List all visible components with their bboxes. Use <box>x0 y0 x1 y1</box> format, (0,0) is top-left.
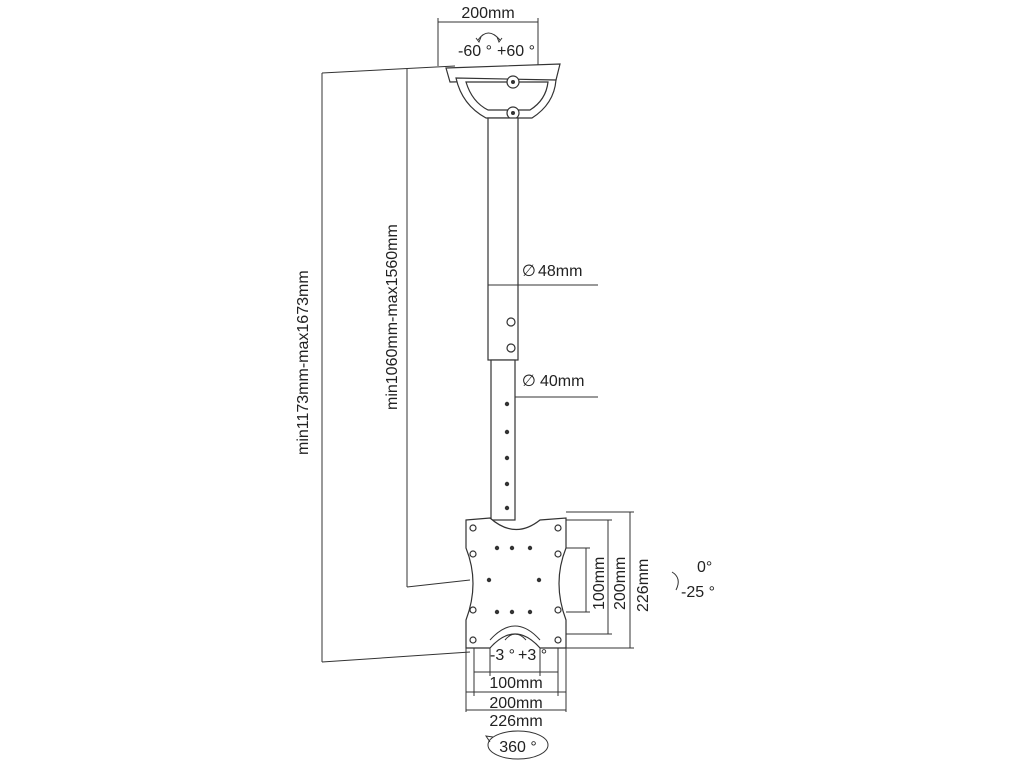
top-tilt-indicator: -60 ° +60 ° <box>458 32 535 60</box>
top-plate-width-dimension: 200mm <box>437 5 539 66</box>
vesa-horizontal-dimensions: 100mm 200mm 226mm <box>465 648 567 730</box>
upper-tube-diameter-dimension: ∅ 48mm <box>518 263 598 286</box>
top-plate-width-label: 200mm <box>461 5 514 22</box>
tilt-indicator: 0° -25 ° <box>671 559 715 601</box>
tilt-max-label: 0° <box>697 559 712 576</box>
swivel-minus-label: -3 ° <box>490 647 515 664</box>
vesa-vertical-100-label: 100mm <box>591 557 608 610</box>
vesa-vertical-226-label: 226mm <box>635 559 652 612</box>
rotation-label: 360 ° <box>499 739 537 756</box>
rotation-indicator: 360 ° <box>484 730 549 760</box>
total-height-label: min1173mm-max1673mm <box>295 270 312 455</box>
lower-diameter-symbol: ∅ <box>522 373 536 390</box>
top-tilt-plus-label: +60 ° <box>497 43 535 60</box>
lower-diameter-label: 40mm <box>540 373 584 390</box>
vesa-vertical-dimensions: 100mm 200mm 226mm <box>566 511 652 649</box>
lower-tube <box>490 359 516 521</box>
vesa-vertical-200-label: 200mm <box>612 557 629 610</box>
pole-height-dimension: min1060mm-max1560mm <box>384 69 471 588</box>
tilt-min-label: -25 ° <box>681 584 715 601</box>
top-tilt-minus-label: -60 ° <box>458 43 492 60</box>
ceiling-bracket <box>445 63 561 120</box>
upper-diameter-label: 48mm <box>538 263 582 280</box>
swivel-plus-label: +3 ° <box>518 647 547 664</box>
vesa-horizontal-100-label: 100mm <box>489 675 542 692</box>
vesa-horizontal-226-label: 226mm <box>489 713 542 730</box>
pole-height-label: min1060mm-max1560mm <box>384 224 401 410</box>
upper-tube <box>487 117 519 361</box>
vesa-horizontal-200-label: 200mm <box>489 695 542 712</box>
upper-diameter-symbol: ∅ <box>522 263 536 280</box>
vesa-plate <box>465 517 567 649</box>
total-height-dimension: min1173mm-max1673mm <box>295 65 471 663</box>
lower-tube-diameter-dimension: ∅ 40mm <box>515 373 598 398</box>
